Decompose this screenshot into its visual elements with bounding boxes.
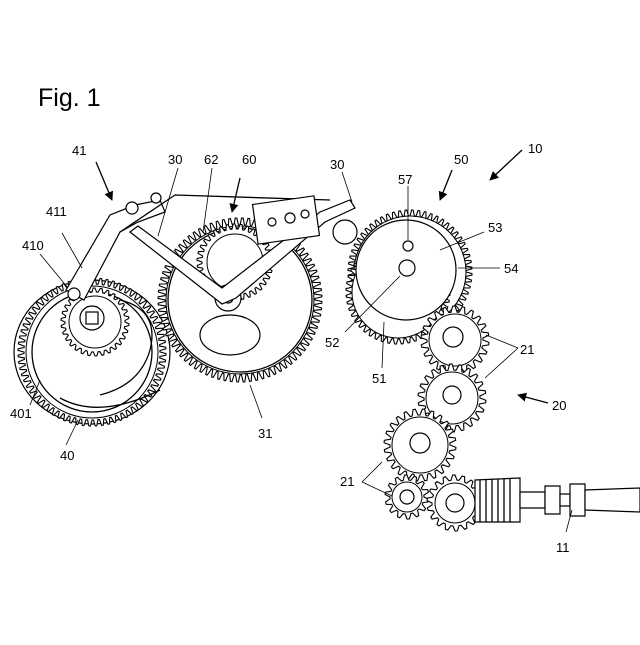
arrow-20 [518, 395, 548, 403]
lever-tip [68, 288, 80, 300]
label-31: 31 [258, 426, 272, 441]
leader-62 [203, 168, 212, 232]
label-11: 11 [556, 540, 570, 555]
arrow-41 [96, 162, 112, 200]
arbor-52 [399, 260, 415, 276]
leader-31 [250, 385, 262, 418]
label-62: 62 [204, 152, 218, 167]
label-30-right: 30 [330, 157, 344, 172]
square-arbor [86, 312, 98, 324]
gear-21-a-pivot [443, 327, 463, 347]
label-52: 52 [325, 335, 339, 350]
leader-40 [66, 420, 78, 445]
pin-57 [403, 241, 413, 251]
label-60: 60 [242, 152, 256, 167]
gear-21-e-pivot [446, 494, 464, 512]
arrow-50 [440, 170, 452, 200]
label-41: 41 [72, 143, 86, 158]
leader-411 [62, 233, 82, 268]
gear-21-c-pivot [410, 433, 430, 453]
leader-410 [40, 254, 68, 288]
gear-31-barrel [200, 315, 260, 355]
stem-shaft-2 [560, 494, 570, 506]
label-21-left: 21 [340, 474, 354, 489]
bridge-screw-3 [301, 210, 309, 218]
label-21-right: 21 [520, 342, 534, 357]
label-57: 57 [398, 172, 412, 187]
gear-21-d-pivot [400, 490, 414, 504]
leader-21a [485, 335, 518, 378]
figure-title: Fig. 1 [38, 84, 101, 113]
label-410: 410 [22, 238, 44, 253]
label-50: 50 [454, 152, 468, 167]
label-53: 53 [488, 220, 502, 235]
stem-shaft-1 [520, 492, 545, 508]
gear-21-b-pivot [443, 386, 461, 404]
leader-30b [342, 172, 352, 202]
label-20: 20 [552, 398, 566, 413]
stem-shaft-3 [585, 488, 640, 512]
bridge-screw-1 [268, 218, 276, 226]
label-54: 54 [504, 261, 518, 276]
stem-collar [545, 486, 560, 514]
lever-screw [151, 193, 161, 203]
leader-11 [566, 510, 572, 532]
arrow-60 [232, 178, 240, 212]
arrow-10 [490, 150, 522, 180]
label-411: 411 [46, 204, 67, 219]
stem-collar-2 [570, 484, 585, 516]
label-10: 10 [528, 141, 542, 156]
intermediate-post [333, 220, 357, 244]
label-51: 51 [372, 371, 386, 386]
label-30-left: 30 [168, 152, 182, 167]
leader-21b [362, 462, 392, 496]
label-40: 40 [60, 448, 74, 463]
lever-pivot [126, 202, 138, 214]
bridge-screw-2 [285, 213, 295, 223]
label-401: 401 [10, 406, 32, 421]
